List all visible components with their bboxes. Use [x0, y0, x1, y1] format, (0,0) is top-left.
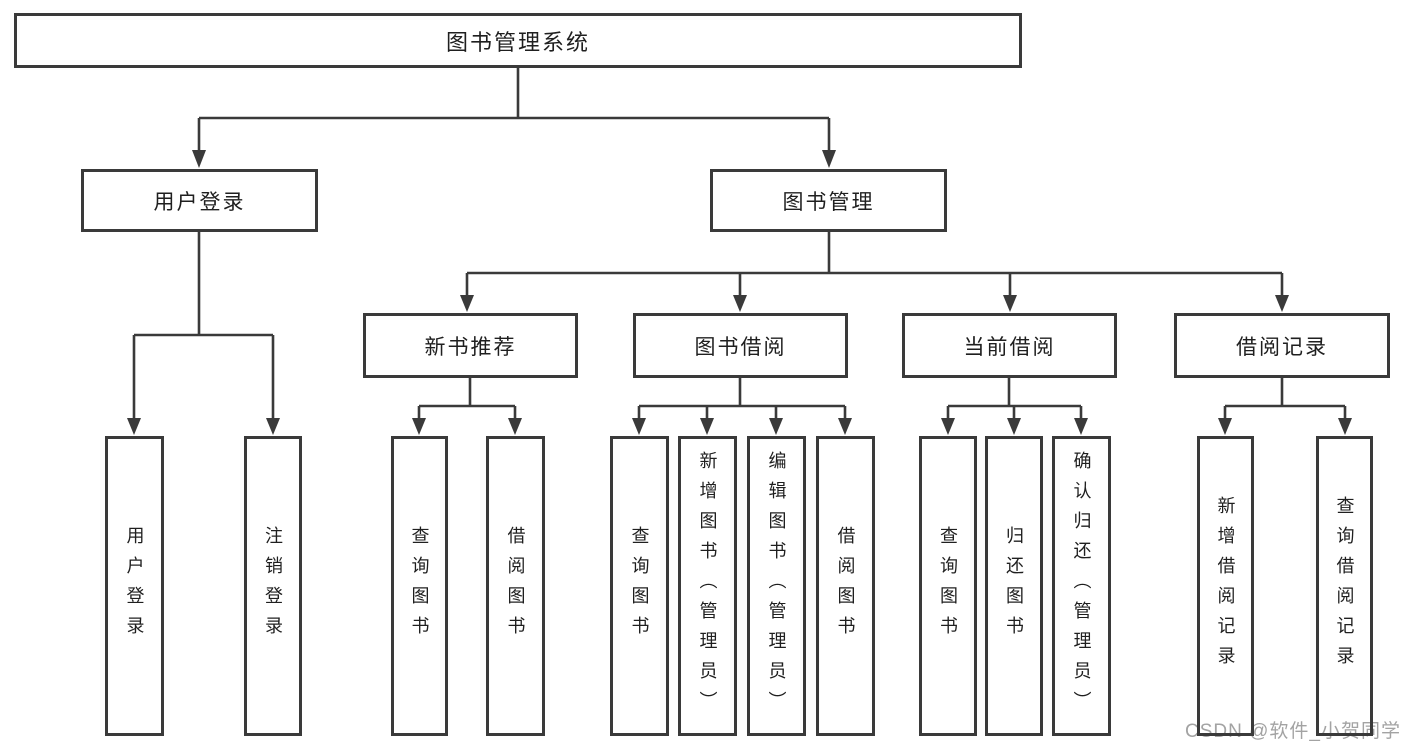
- leaf-add-borrow-record-label: 新增借阅记录: [1215, 496, 1236, 676]
- node-book-borrowing: 图书借阅: [633, 313, 848, 378]
- leaf-user-login-label: 用户登录: [124, 526, 145, 646]
- connector-borrowing-records-children: [1218, 376, 1352, 435]
- leaf-query-borrow-record-label: 查询借阅记录: [1334, 496, 1355, 676]
- leaf-edit-book-admin-label: 编辑图书（管理员）: [766, 451, 787, 721]
- leaf-user-login: 用户登录: [105, 436, 164, 736]
- node-borrowing-records: 借阅记录: [1174, 313, 1390, 378]
- node-book-management-label: 图书管理: [782, 190, 875, 214]
- leaf-query-book-borrowing-label: 查询图书: [629, 526, 650, 646]
- leaf-query-book-recommend-label: 查询图书: [409, 526, 430, 646]
- connector-book-borrowing-children: [632, 376, 852, 435]
- leaf-add-book-admin-label: 新增图书（管理员）: [697, 451, 718, 721]
- node-new-book-recommend-label: 新书推荐: [424, 335, 517, 359]
- node-new-book-recommend: 新书推荐: [363, 313, 578, 378]
- node-current-borrowing-label: 当前借阅: [963, 335, 1056, 359]
- node-book-borrowing-label: 图书借阅: [694, 335, 787, 359]
- leaf-borrow-book-borrowing: 借阅图书: [816, 436, 875, 736]
- connector-user-login-children: [127, 230, 280, 435]
- leaf-return-book: 归还图书: [985, 436, 1043, 736]
- leaf-logout-label: 注销登录: [263, 526, 283, 646]
- node-user-login-label: 用户登录: [153, 190, 246, 214]
- leaf-query-book-borrowing: 查询图书: [610, 436, 669, 736]
- leaf-query-book-current-label: 查询图书: [938, 526, 958, 646]
- leaf-add-borrow-record: 新增借阅记录: [1197, 436, 1254, 736]
- watermark: CSDN @软件_小贺同学: [1185, 721, 1401, 742]
- node-user-login: 用户登录: [81, 169, 318, 232]
- leaf-query-book-current: 查询图书: [919, 436, 977, 736]
- connector-current-borrowing-children: [941, 376, 1088, 435]
- node-library-system-label: 图书管理系统: [445, 29, 590, 55]
- leaf-edit-book-admin: 编辑图书（管理员）: [747, 436, 806, 736]
- leaf-borrow-book-borrowing-label: 借阅图书: [835, 526, 856, 646]
- connector-root-to-level2: [192, 66, 836, 168]
- leaf-query-book-recommend: 查询图书: [391, 436, 448, 736]
- node-library-system: 图书管理系统: [14, 13, 1022, 68]
- leaf-borrow-book-recommend: 借阅图书: [486, 436, 545, 736]
- leaf-add-book-admin: 新增图书（管理员）: [678, 436, 737, 736]
- node-current-borrowing: 当前借阅: [902, 313, 1117, 378]
- leaf-logout: 注销登录: [244, 436, 302, 736]
- connector-new-book-children: [412, 376, 522, 435]
- connector-book-management-children: [460, 230, 1289, 312]
- leaf-confirm-return-admin-label: 确认归还（管理员）: [1071, 451, 1092, 721]
- node-book-management: 图书管理: [710, 169, 947, 232]
- leaf-confirm-return-admin: 确认归还（管理员）: [1052, 436, 1111, 736]
- node-borrowing-records-label: 借阅记录: [1236, 335, 1328, 359]
- leaf-borrow-book-recommend-label: 借阅图书: [505, 526, 526, 646]
- leaf-query-borrow-record: 查询借阅记录: [1316, 436, 1373, 736]
- leaf-return-book-label: 归还图书: [1004, 526, 1024, 646]
